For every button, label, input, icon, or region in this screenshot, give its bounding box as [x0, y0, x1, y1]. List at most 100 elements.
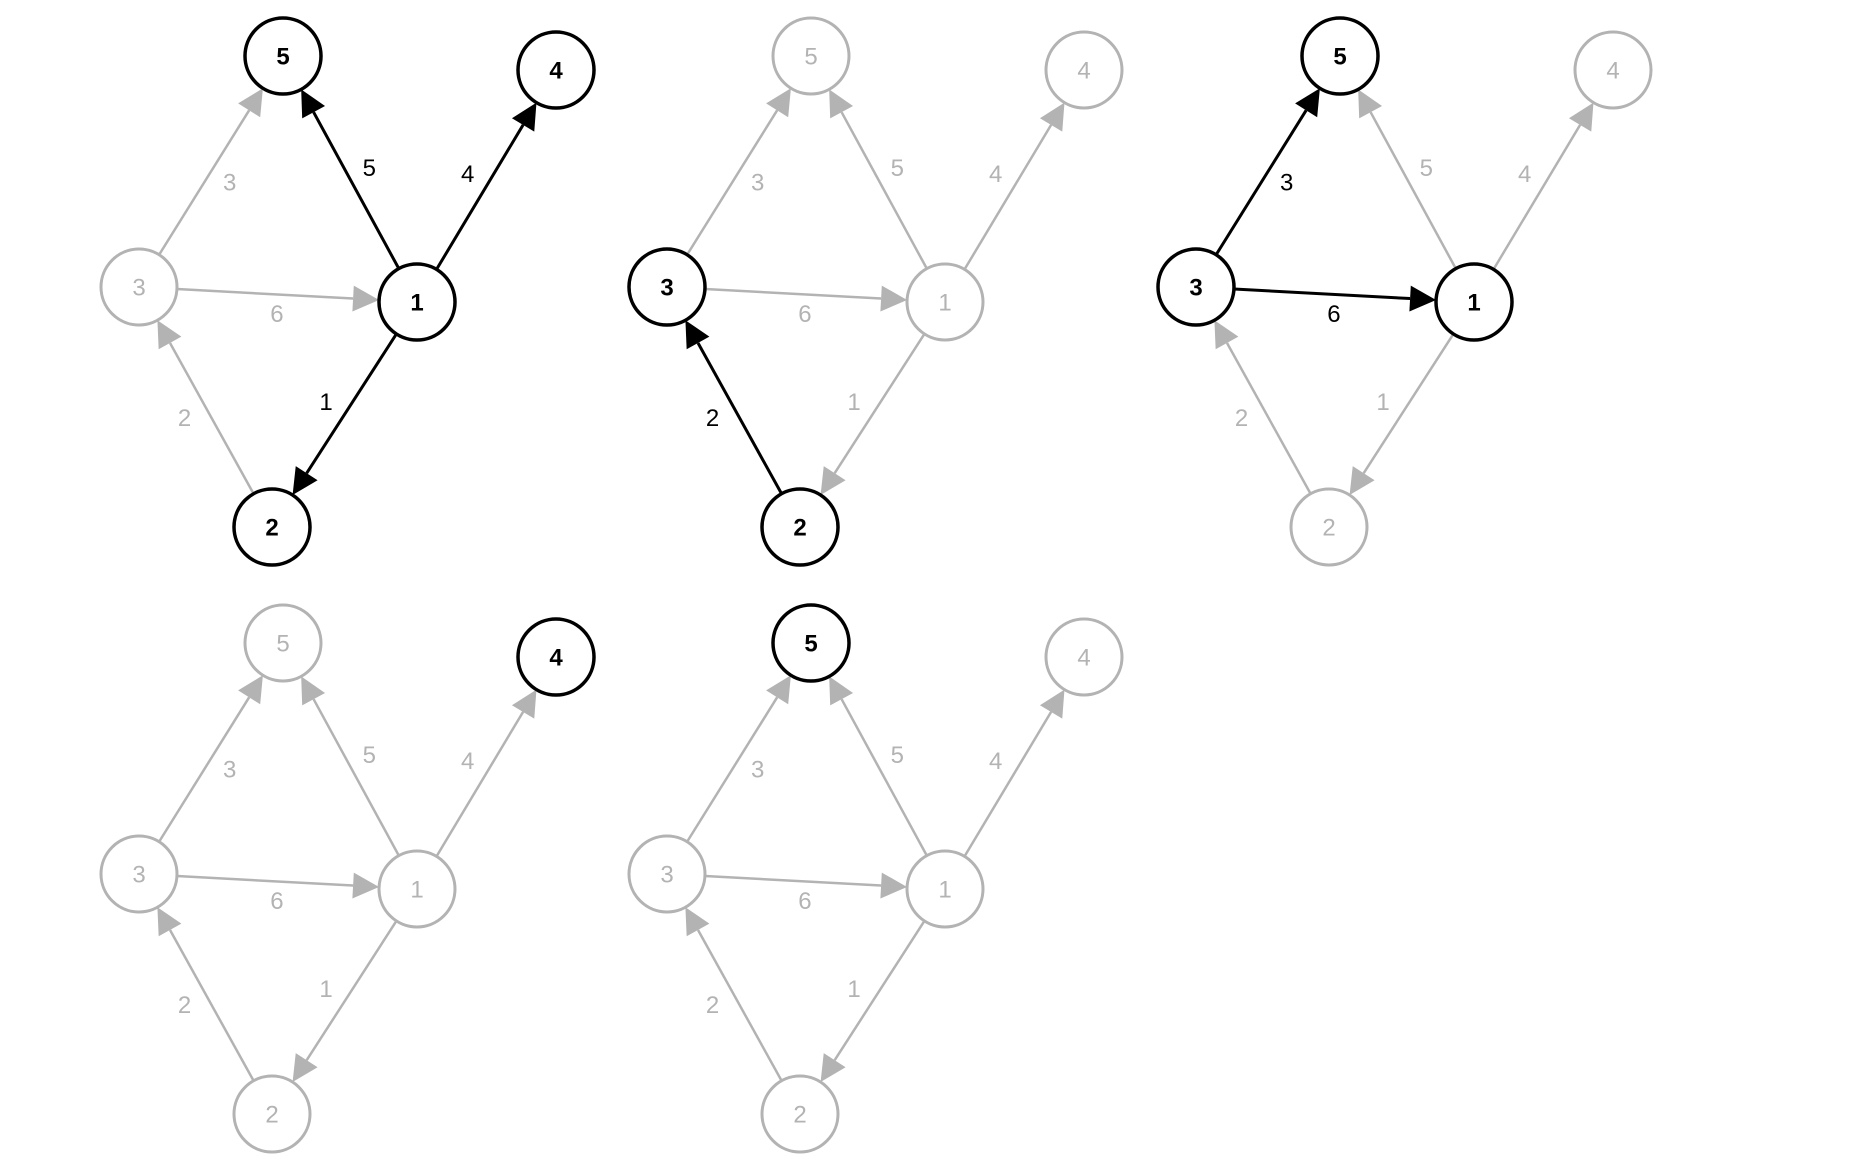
arrowhead-1-to-5: [1358, 89, 1383, 119]
arrowhead-1-to-4: [1039, 689, 1065, 719]
edge-3-to-1: [176, 287, 354, 300]
node-circle: [516, 617, 596, 697]
node-circle: [1434, 262, 1514, 342]
node-circle: [243, 603, 323, 683]
node-circle: [99, 247, 179, 327]
node-label: 4: [1077, 58, 1090, 85]
arrowhead-1-to-2: [820, 1053, 846, 1083]
node-circle: [243, 16, 323, 96]
node-4: 4: [1044, 617, 1124, 697]
node-5: 5: [771, 603, 851, 683]
edge-weight-label: 2: [706, 992, 719, 1019]
edge-1-to-4: [435, 711, 525, 858]
node-3: 3: [99, 834, 179, 914]
edge-1-to-4: [963, 711, 1053, 858]
node-label: 3: [660, 862, 673, 889]
edge-weight-label: 3: [1280, 170, 1293, 197]
arrowhead-2-to-3: [1214, 320, 1239, 350]
node-2: 2: [760, 1074, 840, 1154]
edge-3-to-1: [1233, 287, 1411, 301]
node-circle: [771, 603, 851, 683]
node-circle: [1044, 617, 1124, 697]
node-label: 2: [793, 515, 806, 542]
node-label: 2: [793, 1102, 806, 1129]
arrowhead-3-to-1: [352, 285, 380, 312]
node-circle: [232, 487, 312, 567]
node-3: 3: [627, 247, 707, 327]
node-circle: [377, 849, 457, 929]
edge-weight-label: 3: [223, 757, 236, 784]
node-label: 3: [132, 862, 145, 889]
edge-weight-label: 4: [989, 748, 1002, 775]
edge-weight-label: 6: [1327, 301, 1340, 328]
node-5: 5: [243, 16, 323, 96]
arrowhead-3-to-5: [766, 675, 791, 705]
edge-weight-label: 5: [891, 742, 904, 769]
node-circle: [1289, 487, 1369, 567]
node-label: 2: [265, 1102, 278, 1129]
node-label: 1: [410, 877, 423, 904]
node-4: 4: [1573, 30, 1653, 110]
node-label: 1: [410, 290, 423, 317]
edge-weight-label: 1: [1376, 389, 1389, 416]
arrowhead-2-to-3: [685, 907, 710, 937]
arrowhead-1-to-2: [1349, 466, 1375, 496]
edge-weight-label: 2: [706, 405, 719, 432]
arrowhead-1-to-2: [292, 1053, 318, 1083]
node-4: 4: [1044, 30, 1124, 110]
node-label: 5: [276, 631, 289, 658]
arrowhead-3-to-5: [1295, 88, 1320, 118]
edge-weight-label: 5: [363, 155, 376, 182]
node-2: 2: [232, 1074, 312, 1154]
node-label: 5: [276, 44, 289, 71]
arrowhead-1-to-5: [829, 89, 854, 119]
edge-weight-label: 3: [223, 170, 236, 197]
node-label: 3: [660, 275, 673, 302]
node-3: 3: [627, 834, 707, 914]
node-label: 1: [938, 290, 951, 317]
edge-3-to-5: [1214, 109, 1308, 256]
node-circle: [627, 247, 707, 327]
node-label: 1: [1467, 290, 1480, 317]
node-circle: [232, 1074, 312, 1154]
edge-weight-label: 4: [989, 161, 1002, 188]
arrowhead-3-to-5: [238, 675, 263, 705]
node-label: 5: [804, 631, 817, 658]
edge-weight-label: 3: [751, 170, 764, 197]
edge-weight-label: 5: [1420, 155, 1433, 182]
edge-3-to-5: [686, 109, 779, 256]
arrowhead-3-to-1: [1409, 285, 1437, 312]
node-circle: [1156, 247, 1236, 327]
arrowhead-3-to-5: [766, 88, 791, 118]
edge-2-to-3: [696, 929, 783, 1082]
node-circle: [1573, 30, 1653, 110]
edge-1-to-4: [1492, 124, 1582, 271]
edge-3-to-5: [158, 696, 251, 843]
edge-1-to-4: [963, 124, 1053, 271]
edge-weight-label: 6: [798, 888, 811, 915]
arrowhead-3-to-1: [880, 872, 908, 899]
node-label: 3: [1189, 275, 1202, 302]
node-label: 5: [1333, 44, 1346, 71]
arrowhead-1-to-2: [820, 466, 846, 496]
node-circle: [760, 1074, 840, 1154]
arrowhead-1-to-5: [301, 89, 326, 119]
edge-weight-label: 5: [891, 155, 904, 182]
edge-3-to-1: [176, 874, 354, 887]
edge-2-to-3: [696, 342, 783, 495]
edge-weight-label: 1: [319, 976, 332, 1003]
arrowhead-2-to-3: [157, 907, 182, 937]
edge-1-to-5: [312, 111, 401, 270]
node-1: 1: [1434, 262, 1514, 342]
edge-weight-label: 5: [363, 742, 376, 769]
edge-weight-label: 6: [270, 888, 283, 915]
arrowhead-1-to-4: [511, 102, 537, 132]
node-circle: [377, 262, 457, 342]
edge-1-to-5: [840, 698, 928, 857]
